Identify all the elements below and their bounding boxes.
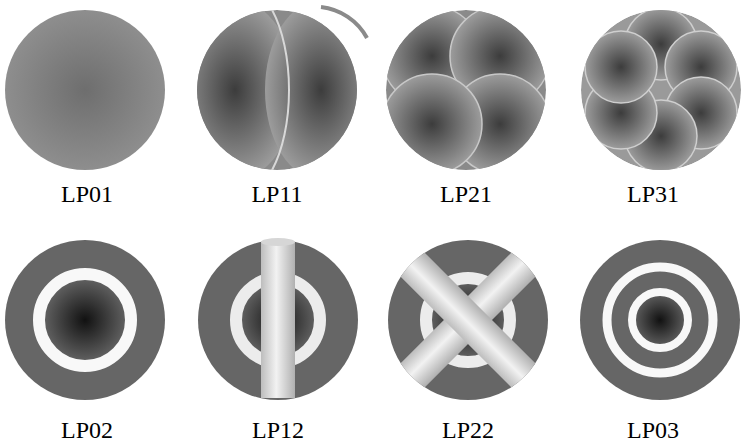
mode-figure: LP21 <box>381 8 551 208</box>
mode-label: LP22 <box>439 416 497 444</box>
mode-label: LP21 <box>437 180 495 208</box>
mode-label: LP11 <box>248 180 305 208</box>
mode-label: LP31 <box>624 180 682 208</box>
mode-pattern <box>5 240 165 400</box>
mode-pattern <box>382 6 550 174</box>
mode-pattern <box>388 240 548 400</box>
mode-pattern <box>198 238 358 400</box>
mode-figure: LP03 <box>568 238 738 444</box>
mode-figure: LP02 <box>2 238 172 444</box>
mode-pattern <box>5 10 165 170</box>
mode-label: LP01 <box>58 180 116 208</box>
mode-label: LP12 <box>249 416 307 444</box>
mode-pattern <box>581 8 741 172</box>
mode-pattern <box>580 240 740 400</box>
mode-label: LP02 <box>58 416 116 444</box>
mode-figure: LP12 <box>193 238 363 444</box>
mode-figure: LP31 <box>568 8 738 208</box>
mode-figure: LP01 <box>2 8 172 208</box>
mode-pattern <box>175 0 377 180</box>
mode-figure: LP11 <box>192 8 362 208</box>
mode-figure: LP22 <box>383 238 553 444</box>
mode-label: LP03 <box>624 416 682 444</box>
